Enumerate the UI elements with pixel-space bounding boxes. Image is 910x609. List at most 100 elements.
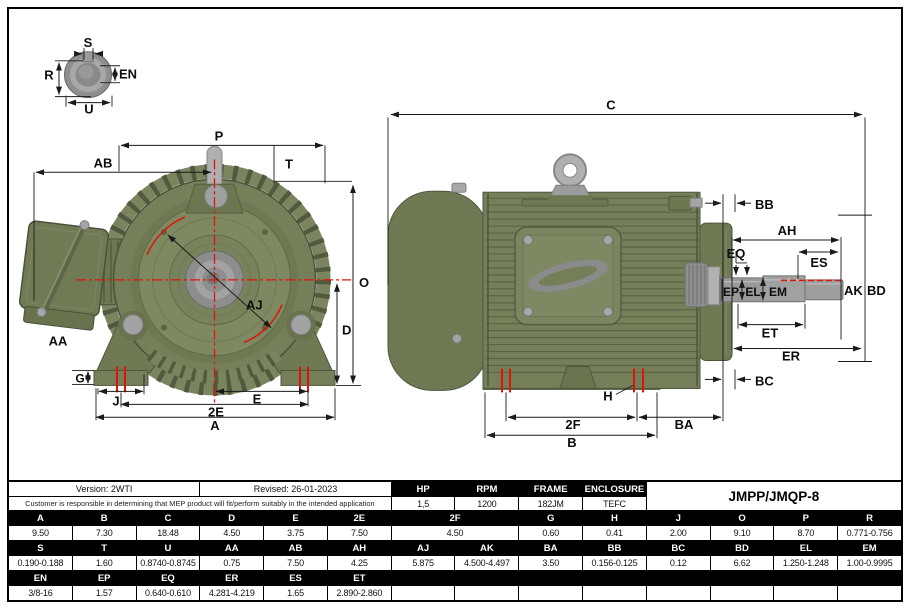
dim-header-2E: 2E <box>327 511 391 525</box>
dim-label-T: T <box>285 156 293 171</box>
dim-value-EM: 1.00-0.9995 <box>838 556 901 570</box>
dim-label-J: J <box>112 393 119 408</box>
dim-label-ES: ES <box>810 255 828 270</box>
dim-header-ET: ET <box>327 571 391 585</box>
dim-header-ES: ES <box>264 571 327 585</box>
dim-value-empty <box>455 586 519 600</box>
dim-value-empty <box>391 586 455 600</box>
dim-header-C: C <box>136 511 200 525</box>
terminal-box <box>18 220 110 331</box>
plate-screw <box>603 235 613 245</box>
motor-technical-drawing: S R EN U <box>18 35 886 450</box>
dim-value-empty <box>838 586 901 600</box>
dim-header-AB: AB <box>264 541 327 555</box>
dim-value-U: 0.8740-0.8745 <box>136 556 200 570</box>
dim-header-AJ: AJ <box>391 541 455 555</box>
dim-label-U: U <box>84 102 93 117</box>
dim-label-EM: EM <box>769 285 787 299</box>
dim-value-H: 0.41 <box>583 526 646 540</box>
dim-header-O: O <box>710 511 774 525</box>
dim-header-P: P <box>774 511 838 525</box>
dim-value-AK: 4.500-4.497 <box>455 556 519 570</box>
dim-header-BA: BA <box>519 541 583 555</box>
spec-header-enclosure: ENCLOSURE <box>583 482 646 496</box>
dim-label-BD: BD <box>867 283 886 298</box>
dim-value-empty <box>583 586 646 600</box>
spec-value-enclosure: TEFC <box>583 497 646 510</box>
dim-header-EQ: EQ <box>136 571 200 585</box>
dim-value-O: 9.10 <box>710 526 774 540</box>
dim-header-AH: AH <box>327 541 391 555</box>
dim-header-BC: BC <box>646 541 710 555</box>
revised-cell: Revised: 26-01-2023 <box>200 482 391 496</box>
spec-header-frame: FRAME <box>519 482 583 496</box>
motor-side-view: C BB AH EQ ES EP EL EM AK BD ET ER BC H … <box>387 98 886 450</box>
dim-value-EN: 3/8-16 <box>9 586 72 600</box>
dim-label-EL: EL <box>745 285 760 299</box>
cover-plate <box>514 226 622 326</box>
dim-value-BC: 0.12 <box>646 556 710 570</box>
disclaimer: Customer is responsible in determining t… <box>9 497 391 510</box>
title-and-dimension-table: Version: 2WTI Revised: 26-01-2023 HP RPM… <box>9 480 901 600</box>
shaft-end-detail-view: S R EN U <box>44 35 137 117</box>
dim-value-2E: 7.50 <box>327 526 391 540</box>
spec-header-rpm: RPM <box>455 482 519 496</box>
fan-cover <box>387 190 489 391</box>
dim-label-G: G <box>75 371 84 385</box>
eyebolt-side <box>548 153 592 202</box>
dim-value-2F: 4.50 <box>391 526 519 540</box>
dim-value-D: 4.50 <box>200 526 264 540</box>
spec-header-hp: HP <box>391 482 455 496</box>
dim-header-ER: ER <box>200 571 264 585</box>
dim-label-AK: AK <box>844 283 863 298</box>
dim-header-BB: BB <box>583 541 646 555</box>
dim-value-AH: 4.25 <box>327 556 391 570</box>
dim-value-S: 0.190-0.188 <box>9 556 72 570</box>
version-cell: Version: 2WTI <box>9 482 200 496</box>
dim-header-EL: EL <box>774 541 838 555</box>
dim-header-2F: 2F <box>391 511 519 525</box>
dim-value-T: 1.60 <box>72 556 136 570</box>
dim-header-S: S <box>9 541 72 555</box>
spec-value-frame: 182JM <box>519 497 583 510</box>
dim-label-BA: BA <box>675 417 694 432</box>
dim-label-AA: AA <box>49 334 68 349</box>
side-dimensions <box>387 111 872 439</box>
dim-label-EQ: EQ <box>727 246 746 261</box>
dim-value-A: 9.50 <box>9 526 72 540</box>
dim-header-AA: AA <box>200 541 264 555</box>
dim-label-BB: BB <box>755 197 774 212</box>
drain-plug <box>451 182 467 193</box>
dim-header-R: R <box>838 511 901 525</box>
dim-header-filler <box>391 571 901 585</box>
dim-header-EP: EP <box>72 571 136 585</box>
dim-value-C: 18.48 <box>136 526 200 540</box>
dim-value-empty <box>519 586 583 600</box>
dim-label-AJ: AJ <box>246 298 263 313</box>
box-bolt <box>79 220 90 231</box>
spec-value-rpm: 1200 <box>455 497 519 510</box>
keyway <box>82 51 94 63</box>
dim-label-2F: 2F <box>565 417 580 432</box>
dim-value-empty <box>646 586 710 600</box>
dim-value-EP: 1.57 <box>72 586 136 600</box>
dim-value-ET: 2.890-2.860 <box>327 586 391 600</box>
bolt-circle-holes <box>161 229 268 331</box>
dim-label-AH: AH <box>778 223 797 238</box>
dim-label-C: C <box>606 98 616 113</box>
dim-value-P: 8.70 <box>774 526 838 540</box>
dim-value-R: 0.771-0.756 <box>838 526 901 540</box>
dim-label-O: O <box>359 275 369 290</box>
dim-header-G: G <box>519 511 583 525</box>
dim-value-E: 3.75 <box>264 526 327 540</box>
dim-header-B: B <box>72 511 136 525</box>
output-shaft <box>684 262 844 308</box>
dim-value-G: 0.60 <box>519 526 583 540</box>
front-dimensions <box>33 142 361 421</box>
dim-label-2E: 2E <box>208 404 224 419</box>
dim-value-empty <box>774 586 838 600</box>
dim-label-D: D <box>342 323 351 338</box>
dim-header-AK: AK <box>455 541 519 555</box>
dim-value-AA: 0.75 <box>200 556 264 570</box>
